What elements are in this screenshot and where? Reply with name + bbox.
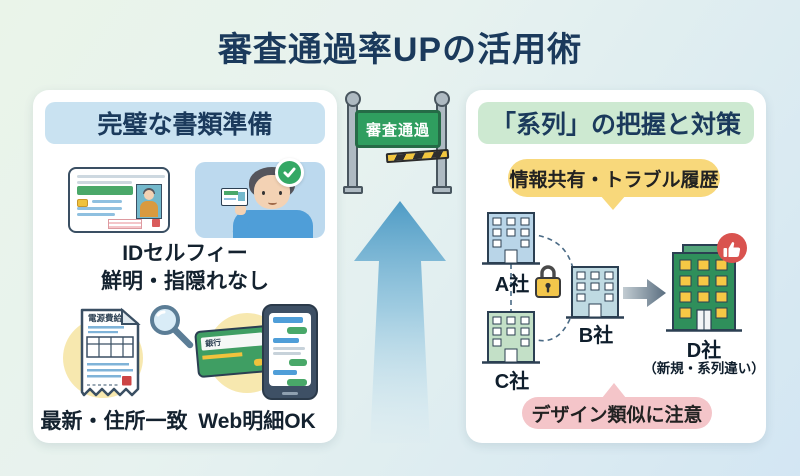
thumbs-up-icon bbox=[717, 233, 747, 263]
selfie-caption: IDセルフィー 鮮明・指隠れなし bbox=[101, 242, 269, 293]
id-card-icon bbox=[68, 167, 170, 233]
lock-icon bbox=[535, 265, 561, 298]
building-a-icon bbox=[482, 212, 540, 265]
building-b-icon bbox=[566, 266, 624, 319]
held-id-card-icon bbox=[221, 188, 248, 206]
info-sharing-badge: 情報共有・トラブル履歴 bbox=[508, 159, 720, 197]
page-title: 審査通過率UPの活用術 bbox=[217, 31, 583, 69]
affiliation-panel: 「系列」の把握と対策 情報共有・トラブル履歴 bbox=[466, 90, 766, 443]
affiliation-panel-header: 「系列」の把握と対策 bbox=[478, 102, 754, 144]
up-arrow-icon bbox=[354, 201, 446, 443]
selfie-illustration bbox=[195, 162, 325, 238]
building-d-icon bbox=[666, 244, 742, 332]
bank-card-label: 銀行 bbox=[200, 332, 264, 351]
documents-panel-header: 完璧な書類準備 bbox=[45, 102, 325, 144]
gate-sign: 審査通過 bbox=[355, 110, 441, 148]
documents-panel: 完璧な書類準備 bbox=[33, 90, 337, 443]
stamp-icon bbox=[152, 219, 160, 227]
company-a-label: A社 bbox=[494, 274, 530, 296]
check-icon bbox=[275, 158, 304, 187]
receipt-caption: 最新・住所一致 bbox=[40, 410, 188, 433]
yellow-badge-tail bbox=[600, 195, 626, 210]
pink-badge-tail bbox=[602, 383, 626, 398]
id-photo bbox=[136, 184, 162, 219]
building-c-icon bbox=[482, 311, 540, 364]
gate-icon: 審査通過 bbox=[340, 91, 456, 202]
company-d-label: D社 bbox=[686, 340, 722, 362]
company-c-label: C社 bbox=[494, 371, 530, 393]
company-network-diagram bbox=[482, 212, 747, 364]
smartphone-icon bbox=[262, 304, 318, 400]
statement-caption: Web明細OK bbox=[198, 410, 316, 433]
design-warning-badge: デザイン類似に注意 bbox=[522, 397, 712, 429]
receipt-title: 電源費給 bbox=[88, 313, 123, 323]
bank-card-icon: 銀行 bbox=[194, 324, 272, 379]
utility-bill-icon: 電源費給 bbox=[80, 307, 141, 397]
search-icon bbox=[150, 305, 194, 349]
right-arrow-icon bbox=[623, 279, 666, 307]
company-d-note: （新規・系列違い） bbox=[643, 361, 765, 376]
company-b-label: B社 bbox=[578, 325, 614, 347]
